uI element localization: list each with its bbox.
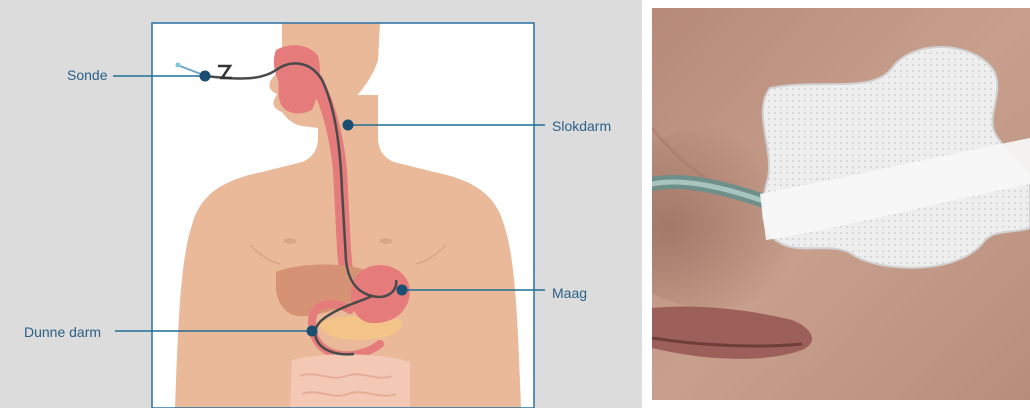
photo-illustration xyxy=(652,8,1030,400)
marker-maag xyxy=(397,285,408,296)
label-slokdarm: Slokdarm xyxy=(552,118,611,134)
label-dunne-darm: Dunne darm xyxy=(24,324,101,340)
nipple-left xyxy=(284,238,296,244)
diagram-panel: Sonde Slokdarm Maag Dunne darm xyxy=(0,0,642,408)
tube-tip-cap xyxy=(176,63,181,68)
anatomy-diagram xyxy=(0,0,642,408)
marker-sonde xyxy=(200,71,211,82)
nasogastric-tube-on-nose-photo xyxy=(652,8,1030,400)
nipple-right xyxy=(380,238,392,244)
label-maag: Maag xyxy=(552,285,587,301)
intestines-shape xyxy=(290,354,410,408)
label-sonde: Sonde xyxy=(67,67,107,83)
marker-slokdarm xyxy=(343,120,354,131)
marker-dunne-darm xyxy=(307,326,318,337)
